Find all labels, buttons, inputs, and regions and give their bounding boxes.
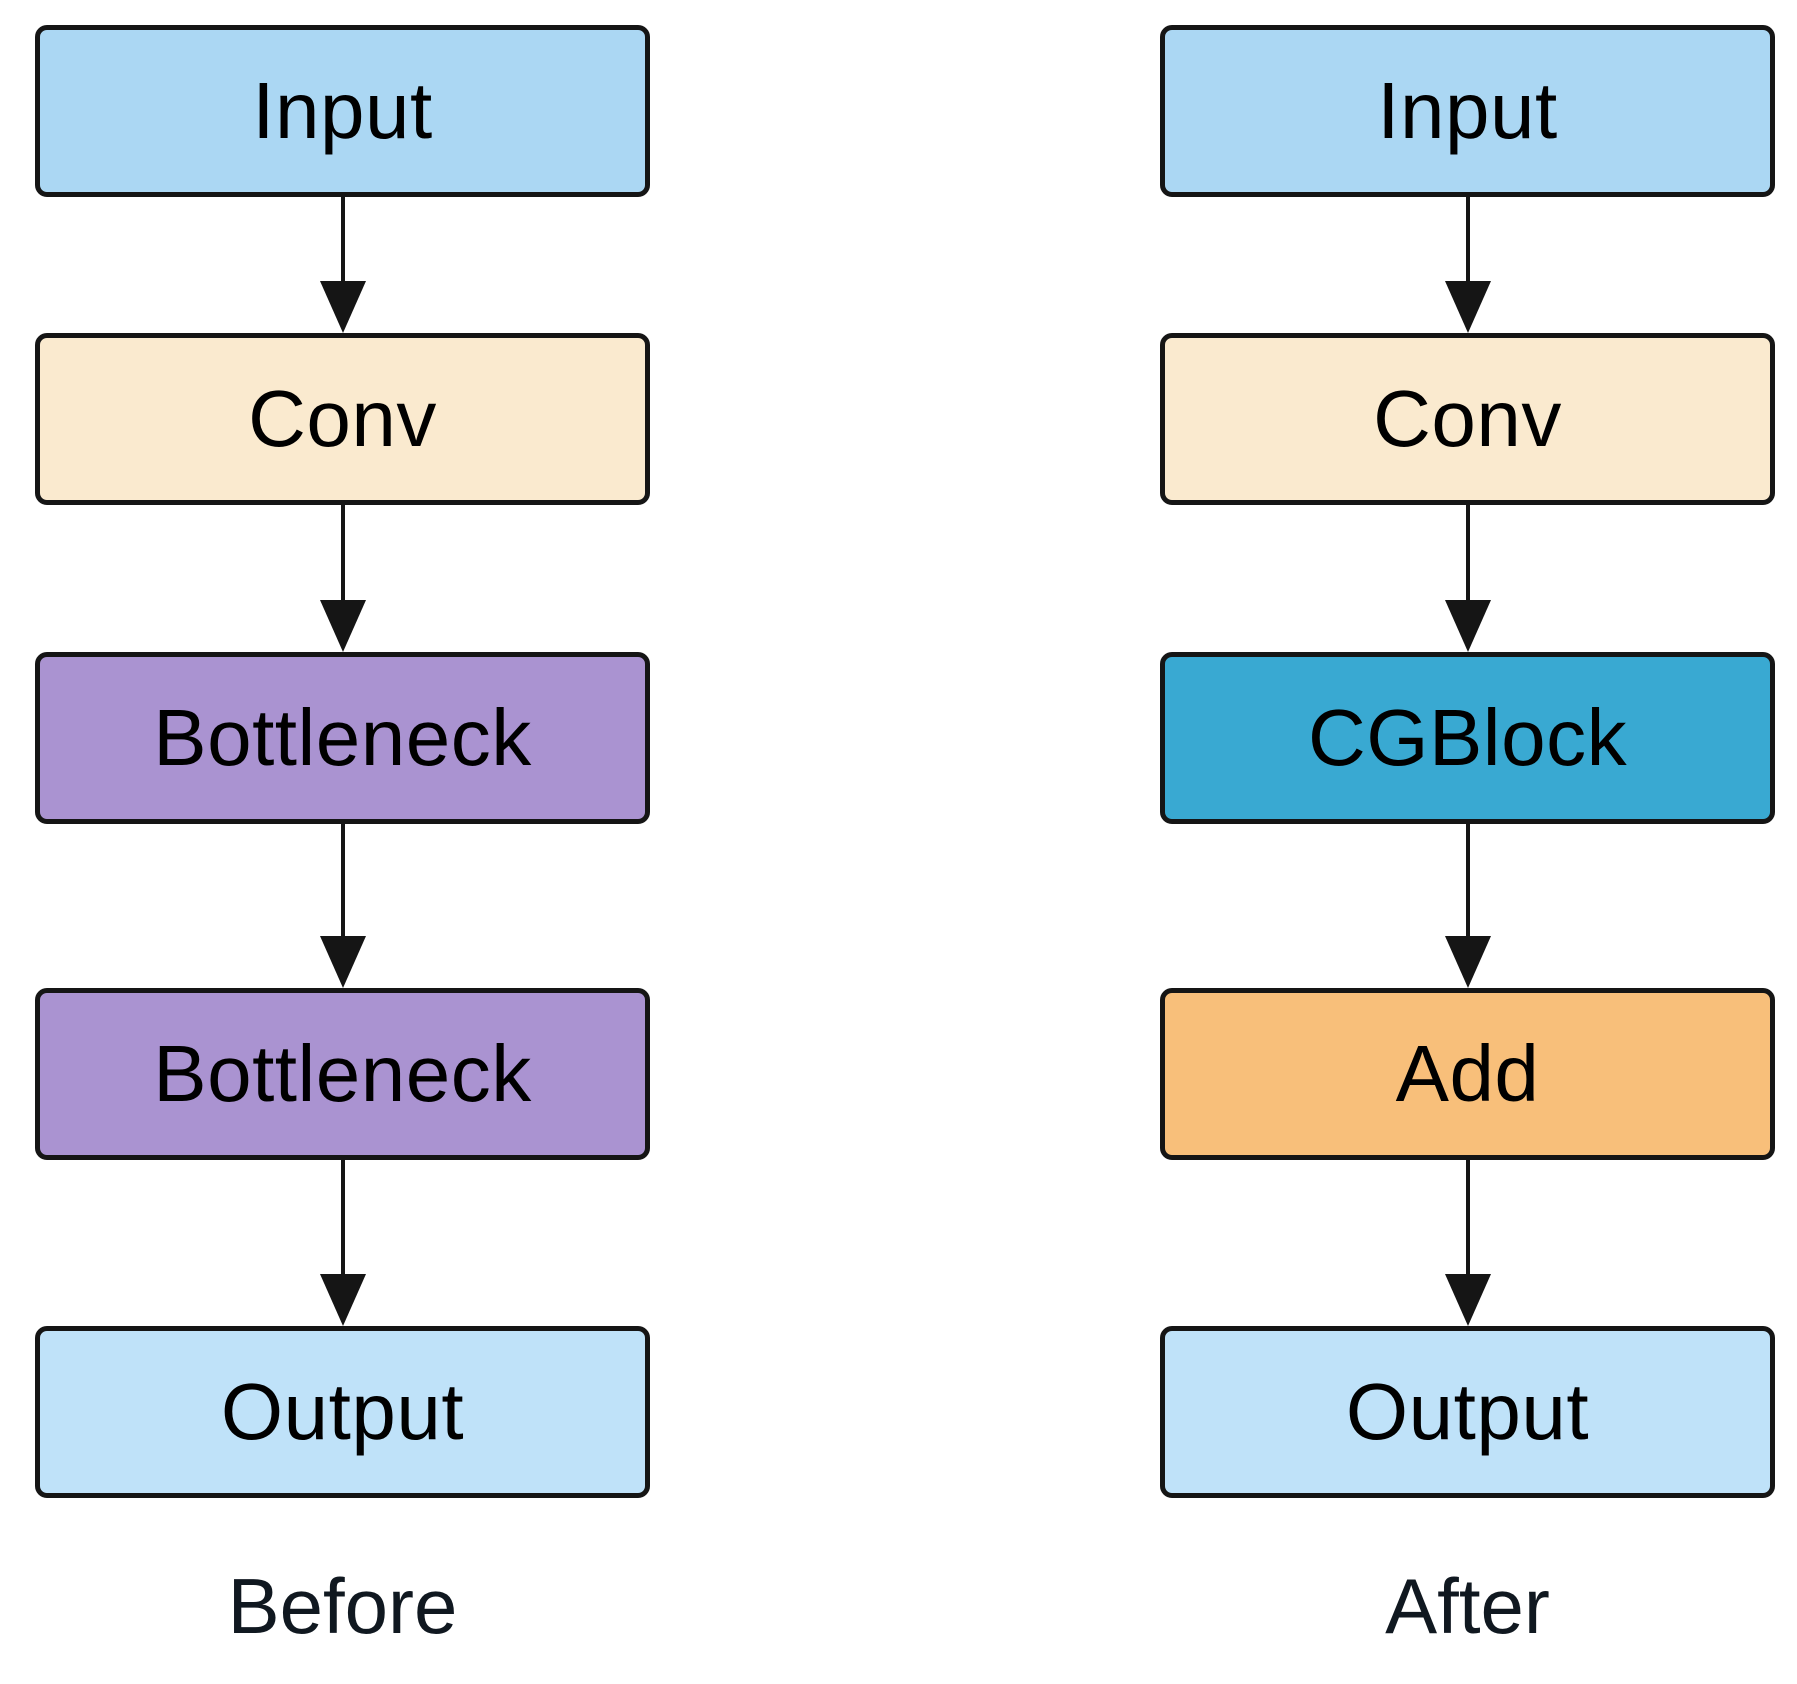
flow-arrow-before-4 bbox=[319, 1160, 366, 1326]
arrow-head-icon bbox=[319, 281, 366, 333]
node-before-bottleneck-2: Bottleneck bbox=[35, 988, 650, 1160]
arrow-shaft bbox=[340, 505, 345, 601]
node-after-output: Output bbox=[1160, 1326, 1775, 1498]
before-column: Input Conv Bottleneck Bottleneck Output bbox=[35, 25, 650, 1684]
arrow-shaft bbox=[340, 197, 345, 282]
arrow-shaft bbox=[1465, 1160, 1470, 1275]
node-before-conv: Conv bbox=[35, 333, 650, 505]
node-before-bottleneck-1: Bottleneck bbox=[35, 652, 650, 824]
node-after-input: Input bbox=[1160, 25, 1775, 197]
node-before-bottleneck-1-label: Bottleneck bbox=[153, 693, 532, 782]
flow-arrow-after-3 bbox=[1444, 824, 1491, 988]
arrow-shaft bbox=[340, 1160, 345, 1275]
node-before-bottleneck-2-label: Bottleneck bbox=[153, 1029, 532, 1118]
node-after-output-label: Output bbox=[1345, 1367, 1590, 1456]
arrow-head-icon bbox=[1444, 281, 1491, 333]
arrow-head-icon bbox=[319, 936, 366, 988]
flow-arrow-before-3 bbox=[319, 824, 366, 988]
flow-arrow-before-2 bbox=[319, 505, 366, 652]
caption-after: After bbox=[1385, 1562, 1550, 1650]
node-before-output-label: Output bbox=[220, 1367, 465, 1456]
arrow-head-icon bbox=[319, 600, 366, 652]
node-after-add: Add bbox=[1160, 988, 1775, 1160]
node-after-add-label: Add bbox=[1395, 1029, 1540, 1118]
arrow-head-icon bbox=[1444, 600, 1491, 652]
node-after-conv-label: Conv bbox=[1373, 374, 1562, 463]
arrow-shaft bbox=[1465, 197, 1470, 282]
arrow-shaft bbox=[1465, 505, 1470, 601]
arrow-shaft bbox=[340, 824, 345, 937]
flow-arrow-after-4 bbox=[1444, 1160, 1491, 1326]
node-after-input-label: Input bbox=[1377, 66, 1558, 155]
node-before-input: Input bbox=[35, 25, 650, 197]
node-after-cgblock: CGBlock bbox=[1160, 652, 1775, 824]
node-before-input-label: Input bbox=[252, 66, 433, 155]
arrow-head-icon bbox=[1444, 1274, 1491, 1326]
node-after-cgblock-label: CGBlock bbox=[1307, 693, 1628, 782]
node-before-output: Output bbox=[35, 1326, 650, 1498]
flow-arrow-after-1 bbox=[1444, 197, 1491, 333]
arrow-head-icon bbox=[319, 1274, 366, 1326]
after-column: Input Conv CGBlock Add Output A bbox=[1160, 25, 1775, 1684]
node-before-conv-label: Conv bbox=[248, 374, 437, 463]
node-after-conv: Conv bbox=[1160, 333, 1775, 505]
caption-before: Before bbox=[227, 1562, 458, 1650]
arrow-head-icon bbox=[1444, 936, 1491, 988]
flow-arrow-after-2 bbox=[1444, 505, 1491, 652]
flow-arrow-before-1 bbox=[319, 197, 366, 333]
arrow-shaft bbox=[1465, 824, 1470, 937]
